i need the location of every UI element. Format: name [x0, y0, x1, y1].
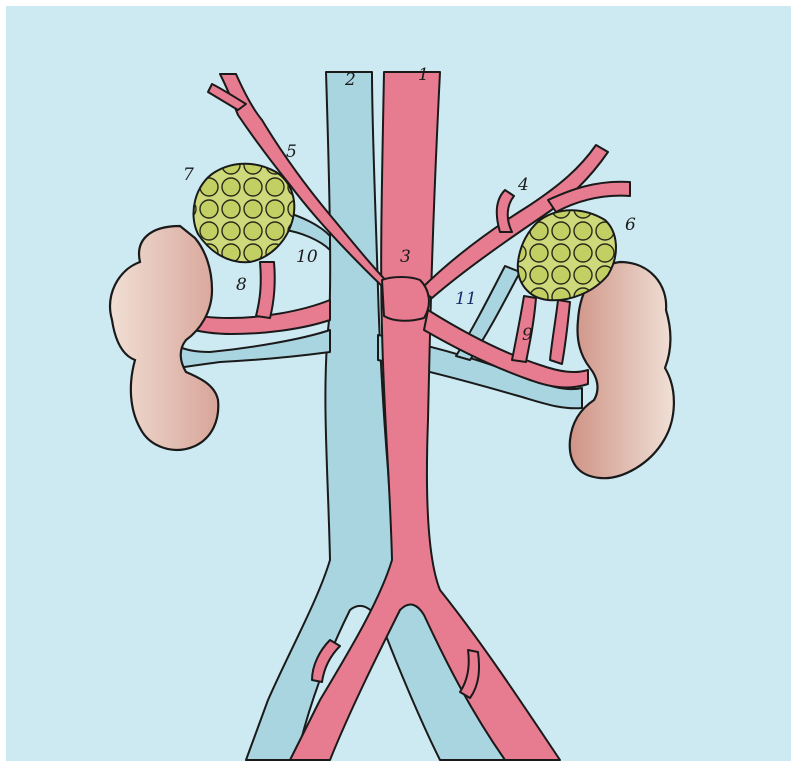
label-4: 4: [517, 175, 529, 195]
label-3: 3: [400, 247, 411, 267]
celiac-trunk: [382, 277, 429, 321]
label-5: 5: [286, 142, 297, 162]
label-2: 2: [344, 70, 356, 90]
label-10: 10: [296, 247, 318, 267]
label-1: 1: [418, 65, 429, 85]
label-6: 6: [625, 215, 636, 235]
label-8: 8: [236, 275, 247, 295]
label-7: 7: [183, 165, 194, 185]
label-9: 9: [522, 325, 533, 345]
label-11: 11: [455, 289, 477, 309]
